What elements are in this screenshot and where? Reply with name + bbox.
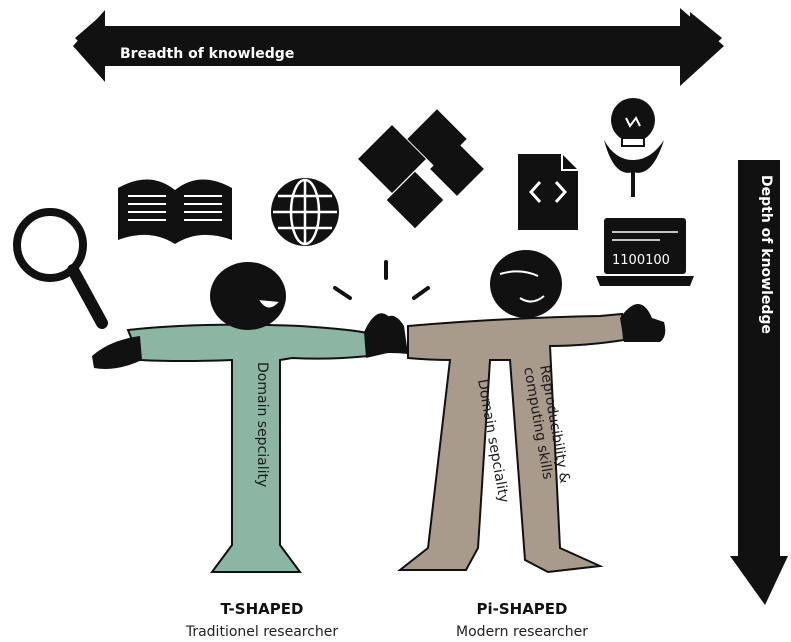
code-file-icon	[518, 154, 578, 230]
high-five-motion-marks	[333, 260, 430, 300]
laptop-icon: 1100100	[596, 218, 694, 286]
pi-shaped-subtitle: Modern researcher	[456, 624, 588, 640]
laptop-screen-text: 1100100	[612, 253, 670, 268]
t-shaped-subtitle: Traditionel researcher	[185, 624, 339, 640]
globe-icon	[271, 178, 339, 246]
puzzle-icon	[358, 109, 484, 229]
t-stem-label: Domain sepciality	[254, 362, 270, 487]
lightbulb-plant-icon	[604, 98, 664, 197]
pi-shaped-title: Pi-SHAPED	[476, 600, 567, 618]
depth-label: Depth of knowledge	[758, 175, 774, 334]
pi-shaped-figure: Domain sepciality Reproducibility & comp…	[372, 250, 666, 574]
t-shaped-figure: Domain sepciality	[92, 262, 396, 573]
breadth-label: Breadth of knowledge	[120, 46, 294, 62]
depth-arrow: Depth of knowledge	[730, 160, 788, 605]
t-shaped-title: T-SHAPED	[221, 600, 304, 618]
breadth-arrow: Breadth of knowledge	[73, 8, 724, 86]
book-icon	[118, 179, 232, 244]
magnifier-icon	[13, 208, 108, 329]
